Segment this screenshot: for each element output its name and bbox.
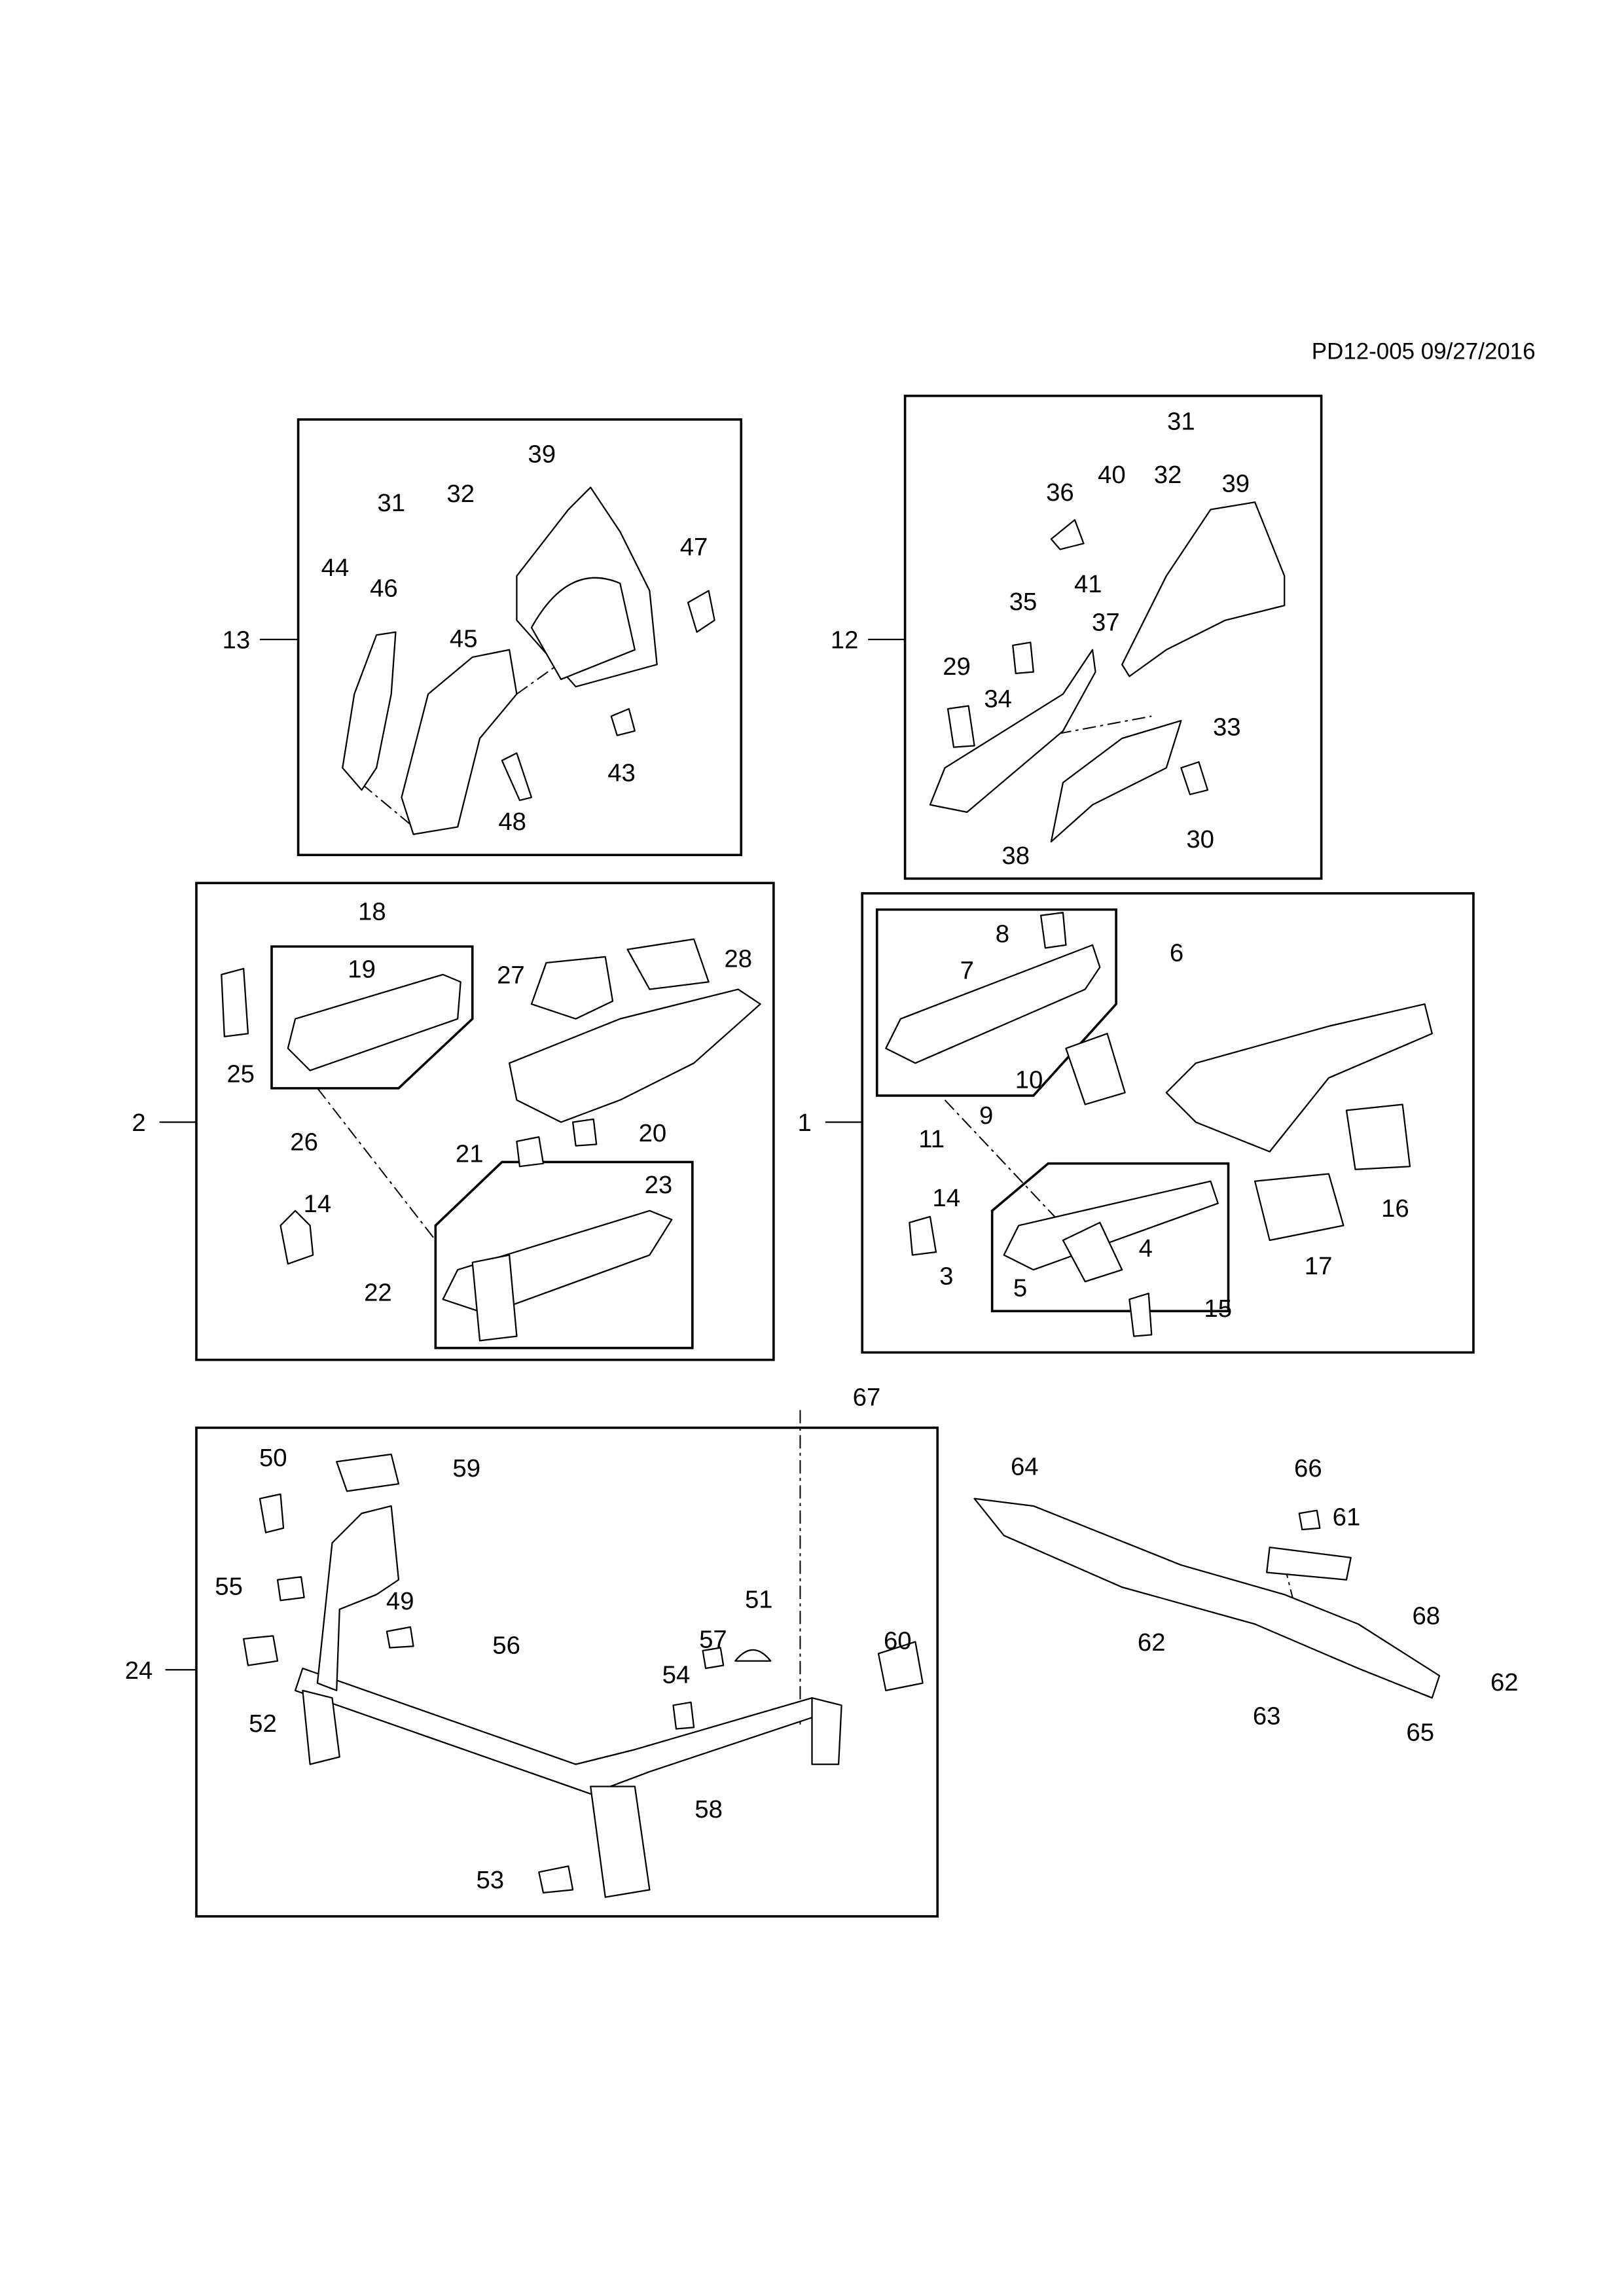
subgroup-box-3 [990, 1162, 1230, 1313]
callout-number: 29 [943, 653, 971, 681]
callout-number: 18 [358, 898, 386, 926]
callout-number: 22 [364, 1278, 392, 1306]
subgroup-box-18 [270, 945, 474, 1090]
callout-number: 65 [1406, 1719, 1434, 1747]
callout-number: 43 [607, 759, 636, 787]
callout-number: 64 [1011, 1453, 1039, 1481]
callout-number: 68 [1412, 1602, 1440, 1630]
group-label: 1 [798, 1109, 812, 1137]
callout-number: 4 [1139, 1234, 1153, 1263]
callout-number: 9 [979, 1102, 993, 1130]
callout-number: 54 [662, 1661, 691, 1689]
callout-number: 17 [1305, 1252, 1333, 1280]
callout-number: 58 [695, 1795, 723, 1823]
callout-number: 61 [1333, 1503, 1361, 1531]
callout-number: 62 [1138, 1628, 1166, 1657]
callout-number: 31 [1167, 408, 1195, 436]
drawing-id: PD12-005 09/27/2016 [1312, 338, 1536, 364]
callout-number: 6 [1170, 939, 1183, 967]
group-label: 13 [223, 626, 251, 655]
group-box-24 [195, 1426, 939, 1918]
callout-number: 3 [939, 1263, 953, 1291]
group-label: 24 [125, 1657, 153, 1685]
callout-number: 46 [370, 575, 398, 603]
callout-number: 11 [918, 1125, 945, 1153]
callout-number: 50 [259, 1444, 287, 1472]
callout-number: 59 [452, 1454, 480, 1482]
callout-number: 10 [1015, 1066, 1043, 1094]
callout-number: 27 [497, 961, 525, 990]
callout-number: 44 [321, 554, 350, 582]
callout-number: 56 [492, 1631, 520, 1659]
callout-number: 48 [498, 808, 526, 836]
subgroup-box-22 [434, 1160, 694, 1350]
callout-number: 14 [304, 1190, 332, 1218]
callout-number: 35 [1009, 588, 1038, 616]
callout-number: 67 [853, 1384, 881, 1412]
callout-number: 26 [290, 1128, 318, 1156]
callout-number: 53 [476, 1866, 504, 1894]
callout-number: 62 [1490, 1668, 1519, 1696]
callout-number: 33 [1213, 713, 1241, 742]
callout-number: 45 [450, 624, 478, 653]
callout-number: 51 [745, 1586, 773, 1614]
callout-number: 39 [528, 440, 556, 468]
callout-number: 8 [996, 920, 1009, 948]
callout-number: 40 [1098, 461, 1126, 489]
callout-number: 41 [1074, 570, 1102, 598]
callout-number: 15 [1204, 1295, 1232, 1323]
callout-number: 57 [699, 1625, 727, 1653]
callout-number: 23 [645, 1171, 673, 1199]
callout-number: 30 [1186, 825, 1214, 853]
callout-number: 37 [1092, 608, 1120, 636]
callout-number: 55 [215, 1572, 243, 1600]
callout-number: 32 [1154, 461, 1182, 489]
callout-number: 32 [446, 480, 475, 508]
callout-number: 66 [1294, 1454, 1322, 1482]
callout-number: 49 [386, 1587, 414, 1615]
callout-number: 47 [680, 533, 708, 561]
callout-number: 14 [932, 1184, 960, 1212]
callout-number: 36 [1046, 478, 1074, 507]
callout-number: 34 [984, 685, 1012, 713]
group-label: 2 [132, 1109, 145, 1137]
callout-number: 31 [377, 489, 405, 517]
callout-number: 5 [1013, 1274, 1027, 1302]
part-illustrations [221, 486, 1441, 1898]
callout-number: 60 [884, 1627, 912, 1655]
callout-number: 63 [1253, 1702, 1281, 1731]
callout-number: 52 [249, 1710, 277, 1738]
callout-number: 19 [348, 955, 376, 983]
callout-number: 25 [226, 1060, 255, 1088]
callout-number: 20 [639, 1119, 667, 1147]
group-box-13 [297, 418, 743, 857]
callout-number: 28 [724, 945, 752, 973]
callout-number: 39 [1221, 469, 1250, 497]
group-box-12 [903, 395, 1323, 880]
callout-number: 7 [960, 957, 974, 985]
callout-number: 16 [1381, 1194, 1409, 1223]
callout-number: 21 [456, 1139, 484, 1168]
group-label: 12 [831, 626, 859, 655]
callout-number: 38 [1001, 842, 1030, 870]
